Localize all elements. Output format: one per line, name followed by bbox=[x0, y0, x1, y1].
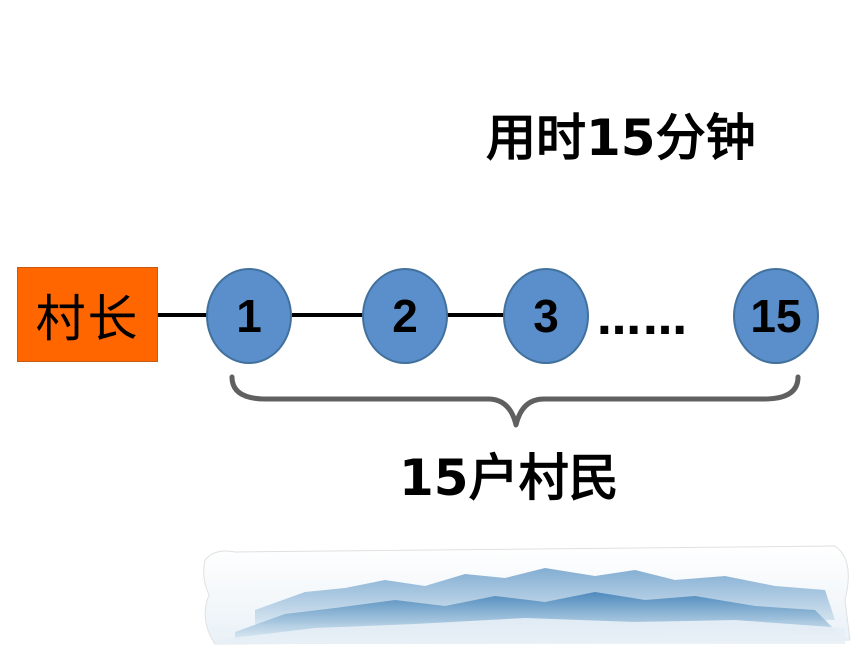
villagers-caption: 15户村民 bbox=[399, 449, 619, 507]
connector-line bbox=[292, 313, 364, 317]
village-chief-box: 村长 bbox=[17, 267, 158, 362]
curly-brace bbox=[229, 374, 801, 428]
villager-node-2: 2 bbox=[362, 268, 448, 364]
villager-node-1: 1 bbox=[206, 268, 292, 364]
connector-line bbox=[447, 313, 507, 317]
time-label: 用时15分钟 bbox=[486, 109, 756, 167]
villager-node-3: 3 bbox=[503, 268, 589, 364]
ellipsis: …… bbox=[597, 294, 689, 345]
villager-node-15: 15 bbox=[733, 268, 819, 364]
mountain-landscape-icon bbox=[203, 545, 851, 645]
connector-line bbox=[158, 313, 210, 317]
